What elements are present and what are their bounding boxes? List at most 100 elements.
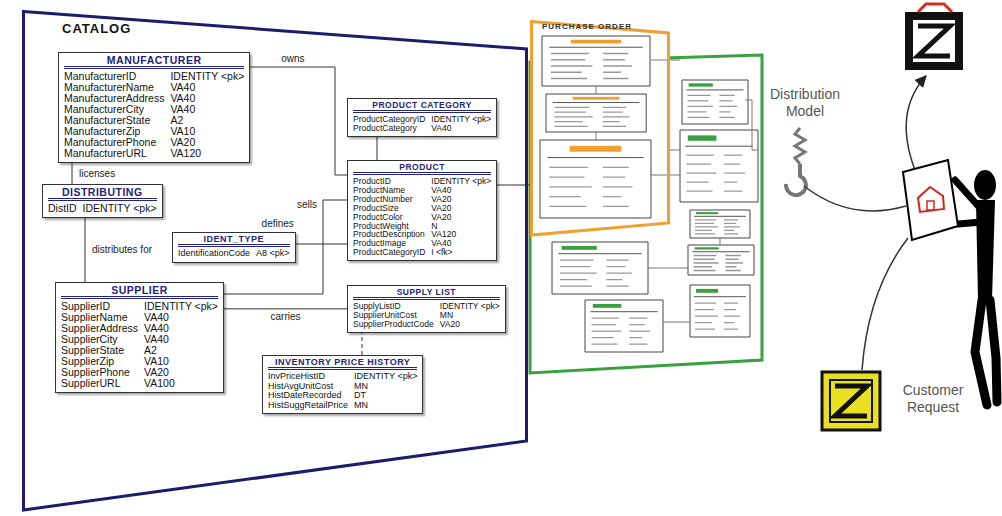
data-type: VA10 — [170, 126, 244, 137]
column-name: ProductCategoryID — [353, 115, 425, 124]
relationship-label: carries — [268, 311, 302, 323]
column-name: ManufacturerPhone — [64, 137, 164, 148]
house-icon — [918, 187, 944, 212]
relationship-label: licenses — [77, 168, 117, 180]
table-name: PRODUCT — [353, 163, 491, 175]
table-name: DISTRIBUTING — [48, 187, 157, 201]
mini-table — [540, 140, 651, 218]
data-type: MN — [440, 311, 500, 320]
data-type: IDENTITY <pk> — [354, 372, 417, 381]
data-type: VA20 — [431, 195, 491, 204]
hook-chain — [795, 128, 805, 164]
column-name: SupplierState — [61, 345, 138, 356]
data-type: IDENTITY <pk> — [83, 203, 157, 214]
data-type: VA20 — [170, 137, 244, 148]
column-name: ProductCategoryID — [353, 248, 425, 257]
column-name: HistSuggRetailPrice — [268, 401, 348, 410]
column-name: ManufacturerAddress — [64, 93, 164, 104]
data-type: IDENTITY <pk> — [170, 71, 244, 82]
crate-z — [835, 386, 867, 416]
column-name: ProductSize — [353, 204, 425, 213]
panel-border — [24, 12, 527, 511]
data-type: VA40 — [170, 82, 244, 93]
relationship-line — [362, 333, 363, 355]
catalog-panel: CATALOG MANUFACTURERManufacturerIDIDENTIT… — [22, 10, 528, 512]
data-type: VA120 — [431, 230, 491, 239]
panel-border — [532, 22, 669, 236]
parcel-box — [903, 160, 958, 240]
data-type: IDENTITY <pk> — [431, 115, 491, 124]
data-type: VA10 — [144, 356, 218, 367]
entity-table: SUPPLIERSupplierIDIDENTITY <pk>SupplierN… — [55, 282, 224, 393]
green-panel — [530, 55, 762, 373]
relationship-label: owns — [279, 53, 306, 65]
column-name: ManufacturerName — [64, 82, 164, 93]
mini-table — [690, 210, 750, 238]
crate — [905, 12, 963, 70]
data-type: VA40 — [170, 93, 244, 104]
data-type: VA40 — [144, 323, 218, 334]
data-type: VA40 — [431, 239, 491, 248]
data-type: N — [431, 222, 491, 231]
delivery-arrow — [906, 76, 926, 170]
crate-face — [913, 20, 955, 62]
entity-table: IDENT_TYPEIdentificationCodeA8 <pk> — [172, 232, 296, 263]
entity-table: PRODUCT CATEGORY ProductCategoryID IDENTIT… — [347, 98, 497, 137]
crate-z — [918, 26, 950, 56]
data-type: A2 — [144, 345, 218, 356]
entity-table: DISTRIBUTING DistID IDENTITY <pk> — [42, 184, 163, 218]
column-name: SupplierID — [61, 301, 138, 312]
crate-face — [830, 380, 872, 422]
mini-table — [680, 130, 758, 202]
data-type: IDENTITY <pk> — [440, 302, 500, 311]
column-name: ProductName — [353, 186, 425, 195]
data-type: VA120 — [170, 148, 244, 159]
data-type: I <fk> — [431, 248, 491, 257]
column-name: SupplierName — [61, 312, 138, 323]
column-name: SupplierUnitCost — [353, 311, 434, 320]
mini-table — [585, 300, 663, 352]
entity-table: SUPPLY LISTSupplyListIDIDENTITY <pk>Supp… — [347, 285, 506, 333]
panel-title: CATALOG — [62, 22, 131, 36]
relationship-line — [224, 308, 347, 309]
data-type: VA100 — [144, 378, 218, 389]
column-name: HistAvgUnitCost — [268, 382, 348, 391]
data-type: DT — [354, 391, 417, 400]
column-name: SupplierURL — [61, 378, 138, 389]
entity-table: MANUFACTURERManufacturerIDIDENTITY <pk>M… — [58, 52, 250, 163]
data-type: A8 <pk> — [256, 249, 290, 258]
table-name: INVENTORY PRICE HISTORY — [268, 358, 417, 370]
table-name: PRODUCT CATEGORY — [353, 101, 491, 113]
panel-title: PURCHASE ORDER — [542, 23, 632, 32]
column-name: InvPriceHistID — [268, 372, 348, 381]
crate — [822, 372, 880, 430]
column-name: SupplyListID — [353, 302, 434, 311]
column-name: DistID — [48, 203, 77, 214]
column-name: SupplierPhone — [61, 367, 138, 378]
crane-hook — [786, 164, 806, 195]
relationship-label: sells — [295, 199, 319, 211]
data-type: MN — [354, 401, 417, 410]
column-name: ProductWeight — [353, 222, 425, 231]
column-name: ProductDescription — [353, 230, 425, 239]
data-type: VA20 — [431, 213, 491, 222]
data-type: VA40 — [144, 312, 218, 323]
panel-outline — [530, 20, 670, 237]
crate-handle — [918, 4, 952, 12]
figure-legs — [975, 300, 997, 405]
mini-table — [690, 285, 750, 337]
table-name: SUPPLIER — [61, 285, 218, 299]
relationship-line — [72, 163, 73, 184]
column-name: ProductNumber — [353, 195, 425, 204]
column-name: SupplierCity — [61, 334, 138, 345]
figure-body — [976, 200, 995, 300]
column-name: SupplierZip — [61, 356, 138, 367]
mini-table — [688, 245, 754, 275]
column-name: SupplierProductCode — [353, 320, 434, 329]
mini-table — [546, 94, 646, 132]
data-type: VA20 — [144, 367, 218, 378]
data-type: A2 — [170, 115, 244, 126]
column-name: ProductCategory — [353, 124, 425, 133]
mini-table — [682, 80, 748, 124]
